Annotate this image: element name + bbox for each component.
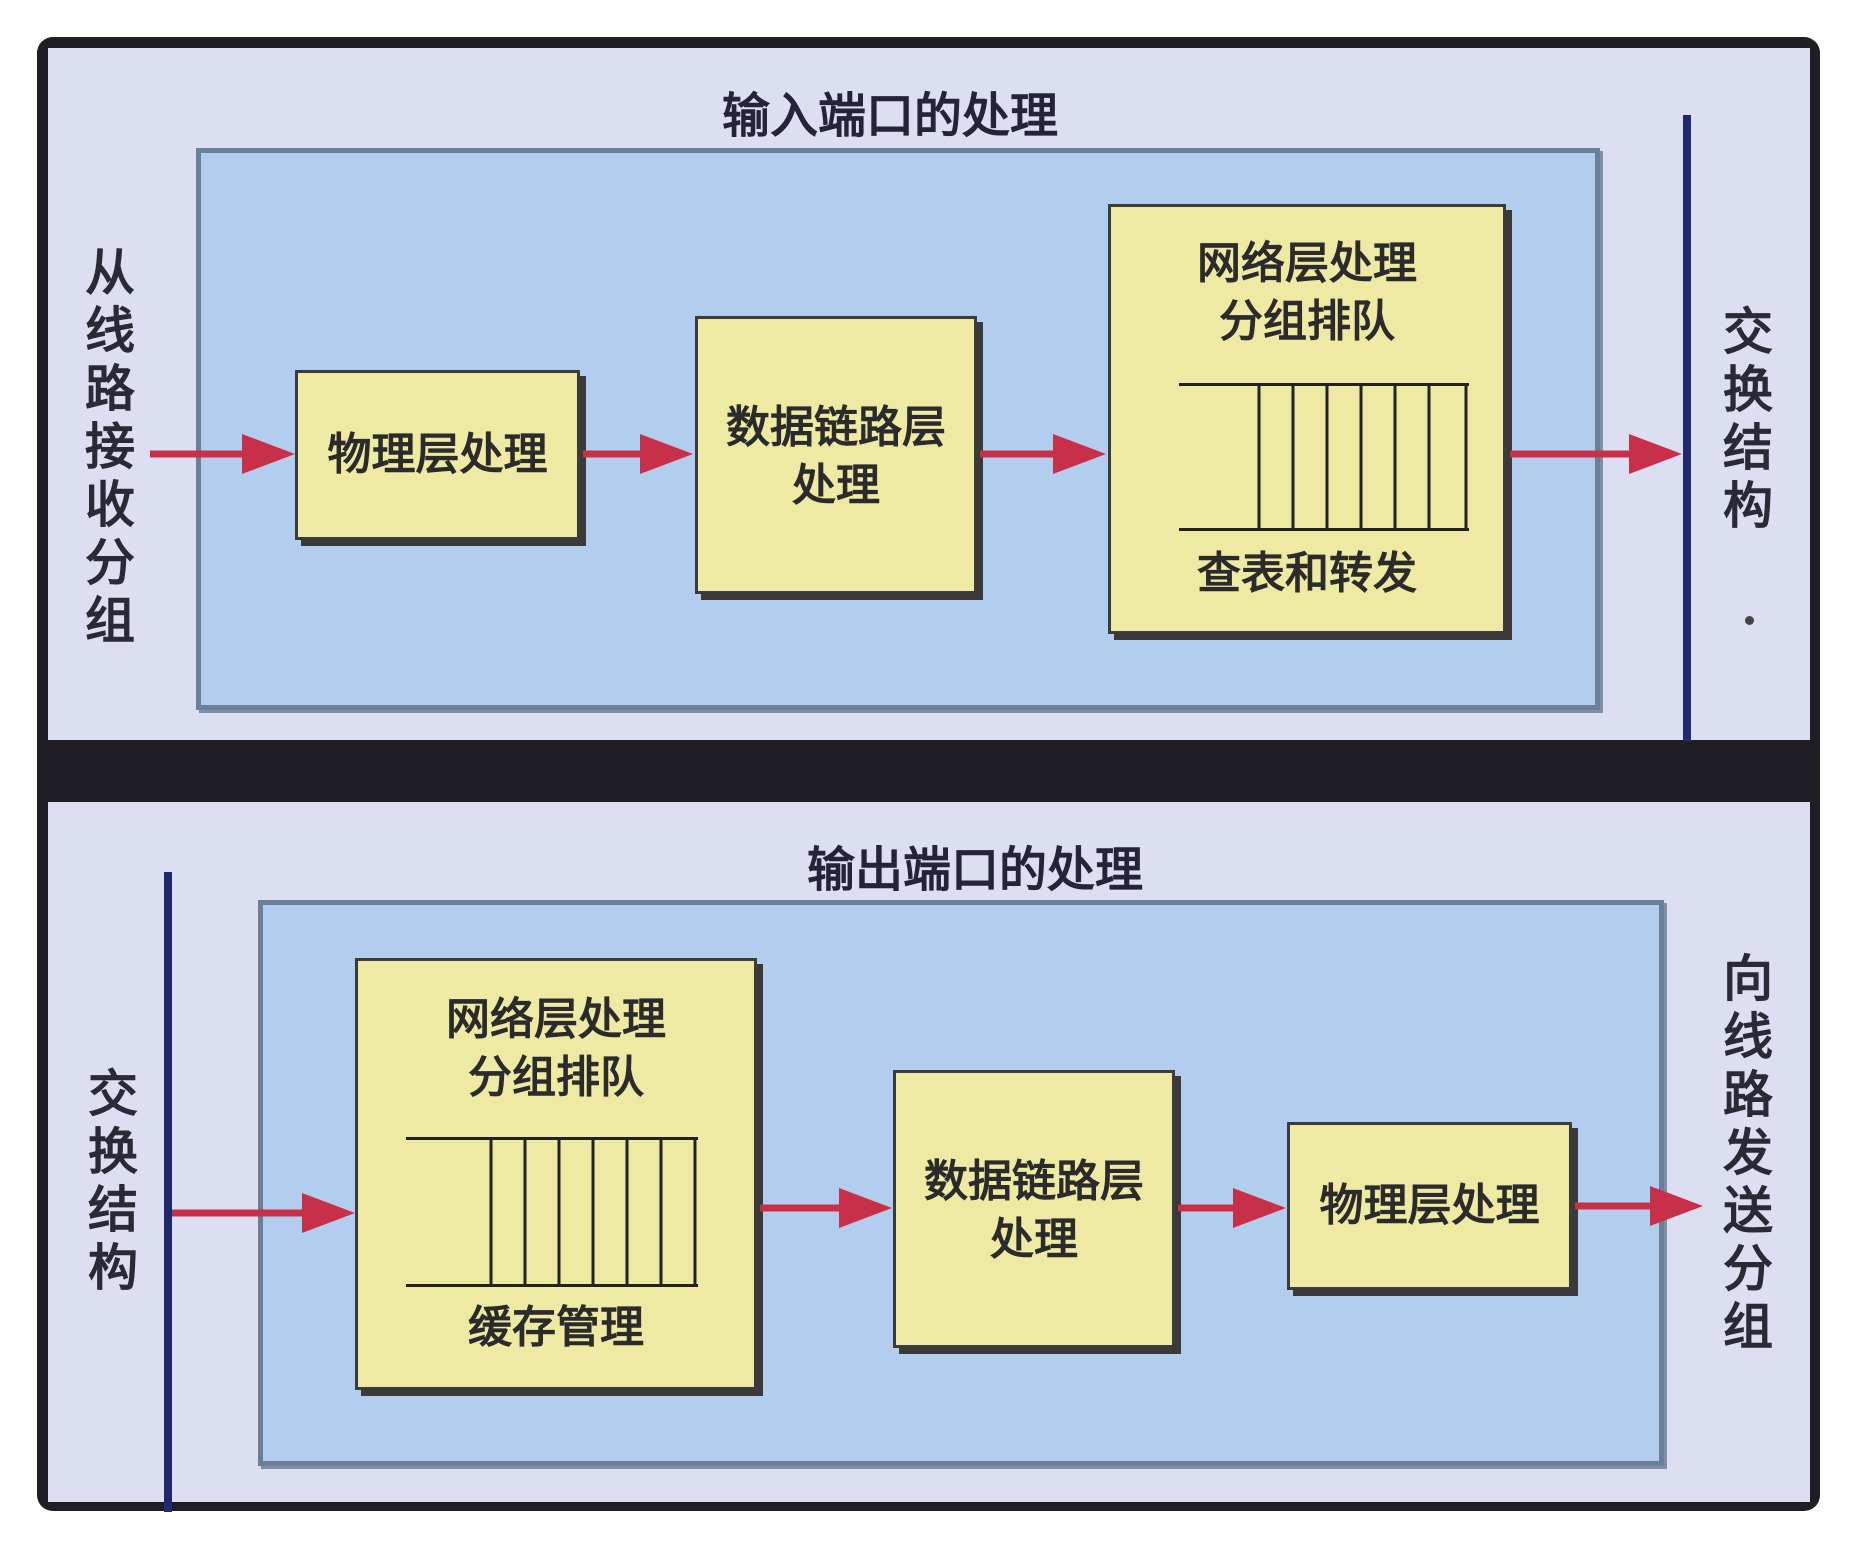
output-physical-layer-box: 物理层处理 xyxy=(1287,1122,1572,1290)
output-arrow-1 xyxy=(172,1183,355,1243)
output-arrow-4 xyxy=(1575,1176,1703,1236)
input-left-label-text: 从线路接收分组 xyxy=(85,244,135,650)
input-packet-queue xyxy=(1179,383,1469,531)
output-right-label: 向线路发送分组 xyxy=(1718,950,1778,1356)
input-datalink-label-2: 处理 xyxy=(792,460,880,511)
output-left-label: 交换结构 xyxy=(83,1065,143,1297)
output-network-layer-box: 网络层处理 分组排队 缓存管理 xyxy=(355,958,757,1390)
input-network-label-2: 分组排队 xyxy=(1219,296,1395,347)
input-arrow-2 xyxy=(583,424,693,484)
input-port-title: 输入端口的处理 xyxy=(721,88,1059,144)
output-packet-queue xyxy=(406,1137,698,1287)
input-right-label: 交换结构 xyxy=(1718,303,1778,535)
input-right-label-text: 交换结构 xyxy=(1723,303,1773,535)
output-port-title: 输出端口的处理 xyxy=(806,842,1144,898)
switch-fabric-bar-input xyxy=(1683,115,1691,741)
output-datalink-label-2: 处理 xyxy=(990,1214,1078,1265)
output-right-label-text: 向线路发送分组 xyxy=(1723,950,1773,1356)
output-network-label-1: 网络层处理 xyxy=(446,994,666,1045)
input-network-bottom-label: 查表和转发 xyxy=(1197,548,1417,599)
input-physical-label: 物理层处理 xyxy=(327,429,548,480)
input-arrow-4 xyxy=(1510,424,1682,484)
output-network-label-2: 分组排队 xyxy=(468,1052,644,1103)
output-datalink-label-1: 数据链路层 xyxy=(924,1156,1144,1207)
input-physical-layer-box: 物理层处理 xyxy=(295,370,580,540)
output-physical-label: 物理层处理 xyxy=(1319,1180,1540,1231)
input-arrow-1 xyxy=(150,424,295,484)
output-network-bottom-label: 缓存管理 xyxy=(468,1302,644,1353)
output-arrow-2 xyxy=(760,1178,892,1238)
input-left-label: 从线路接收分组 xyxy=(80,244,140,650)
input-network-layer-box: 网络层处理 分组排队 查表和转发 xyxy=(1108,204,1506,634)
dot-mark xyxy=(1745,616,1754,625)
output-arrow-3 xyxy=(1178,1178,1286,1238)
output-datalink-layer-box: 数据链路层 处理 xyxy=(893,1070,1175,1348)
input-arrow-3 xyxy=(980,424,1106,484)
switch-fabric-bar-output xyxy=(164,872,172,1512)
input-network-label-1: 网络层处理 xyxy=(1197,238,1417,289)
input-datalink-layer-box: 数据链路层 处理 xyxy=(695,316,977,594)
output-left-label-text: 交换结构 xyxy=(88,1065,138,1297)
input-datalink-label-1: 数据链路层 xyxy=(726,402,946,453)
